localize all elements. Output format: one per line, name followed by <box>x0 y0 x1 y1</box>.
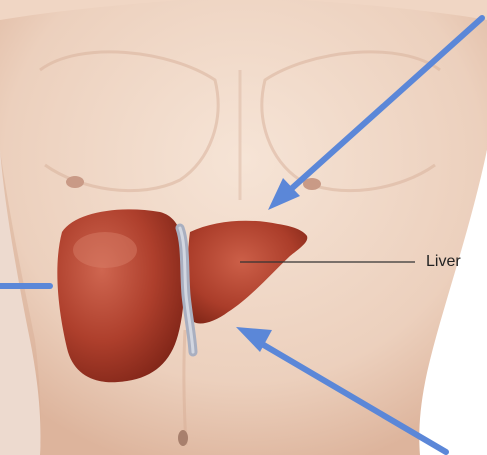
navel <box>178 430 188 446</box>
liver-label: Liver <box>426 253 461 271</box>
liver-highlight <box>73 232 137 268</box>
left-nipple <box>66 176 84 188</box>
